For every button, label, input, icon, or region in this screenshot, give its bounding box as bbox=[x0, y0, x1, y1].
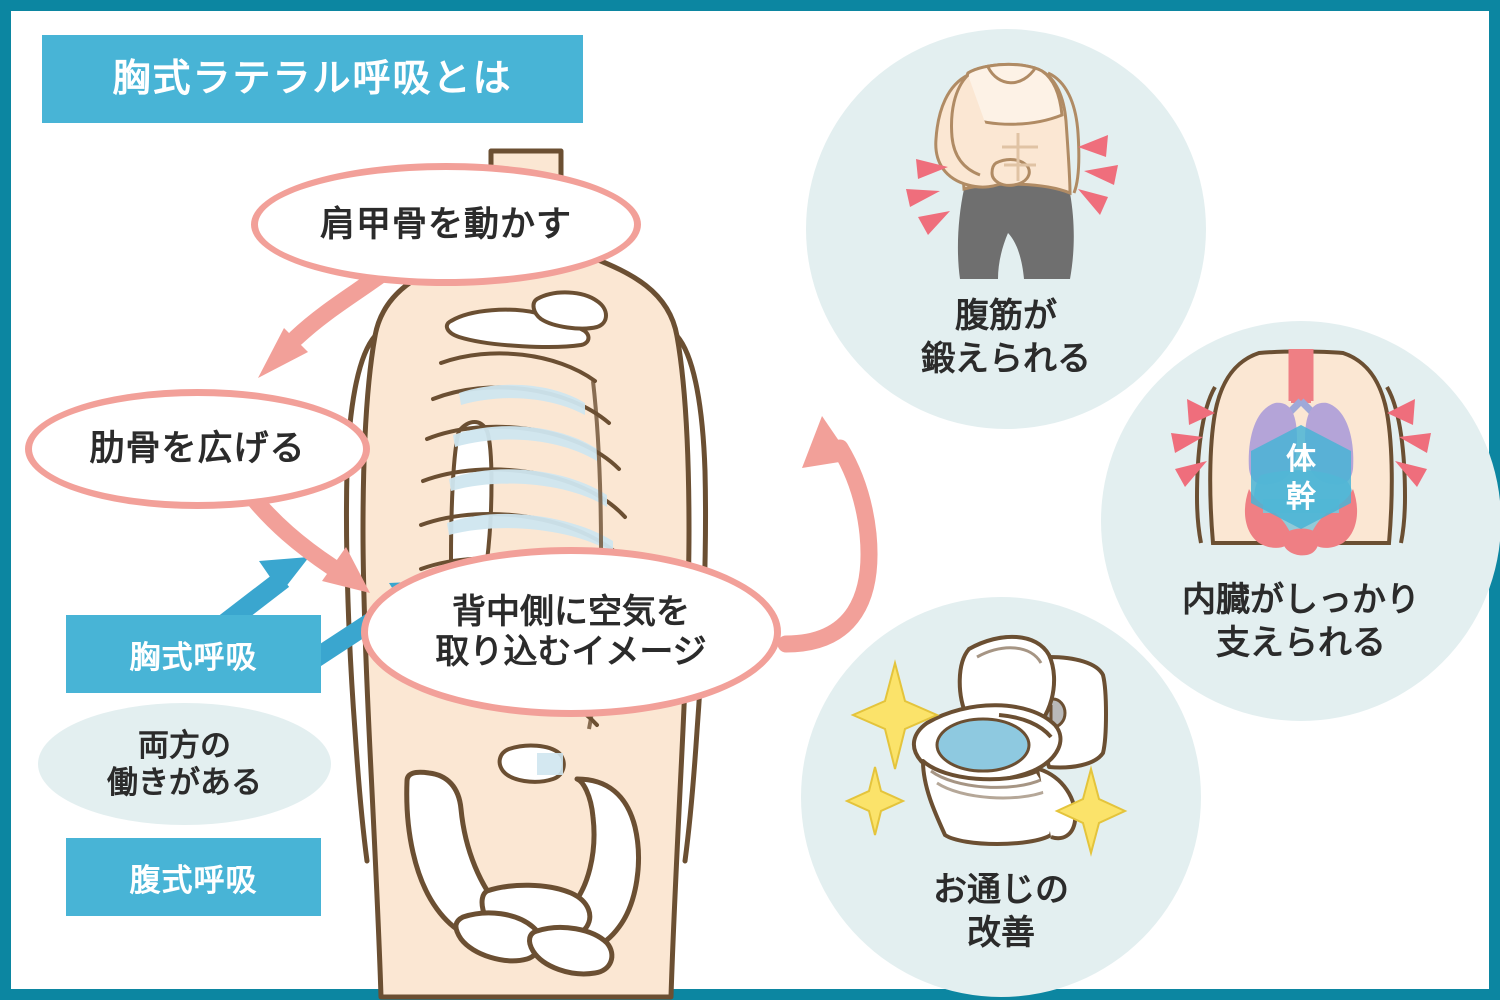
callout-scapula-text: 肩甲骨を動かす bbox=[319, 204, 572, 244]
torso-organs-icon: 体 幹 bbox=[1151, 347, 1451, 577]
label-chest-breathing-text: 胸式呼吸 bbox=[129, 639, 258, 675]
page-title: 胸式ラテラル呼吸とは bbox=[42, 35, 583, 123]
core-badge-line2: 幹 bbox=[1286, 480, 1317, 514]
page-title-text: 胸式ラテラル呼吸とは bbox=[112, 58, 513, 100]
callout-ribs: 肋骨を広げる bbox=[25, 389, 370, 509]
callout-back-air: 背中側に空気を 取り込むイメージ bbox=[361, 547, 781, 717]
callout-ribs-text: 肋骨を広げる bbox=[89, 429, 306, 469]
benefit-caption-abs: 腹筋が 鍛えられる bbox=[921, 297, 1091, 378]
benefit-card-bowel: お通じの 改善 bbox=[801, 597, 1201, 997]
benefit-card-organs: 体 幹 内臓がしっかり 支えられる bbox=[1101, 321, 1500, 721]
label-belly-breathing: 腹式呼吸 bbox=[66, 838, 321, 916]
benefit-caption-bowel: お通じの 改善 bbox=[933, 871, 1069, 952]
woman-torso-icon bbox=[856, 51, 1156, 291]
core-badge-line1: 体 bbox=[1286, 443, 1317, 476]
callout-back-air-text: 背中側に空気を 取り込むイメージ bbox=[435, 592, 707, 671]
label-both-functions: 両方の 働きがある bbox=[38, 703, 331, 825]
label-chest-breathing: 胸式呼吸 bbox=[66, 615, 321, 693]
benefit-card-abs: 腹筋が 鍛えられる bbox=[806, 29, 1206, 429]
label-both-functions-text: 両方の 働きがある bbox=[107, 727, 262, 800]
benefit-caption-organs: 内臓がしっかり 支えられる bbox=[1182, 581, 1420, 662]
toilet-icon bbox=[844, 619, 1151, 869]
label-belly-breathing-text: 腹式呼吸 bbox=[129, 862, 258, 898]
callout-scapula: 肩甲骨を動かす bbox=[251, 163, 641, 286]
back-side-air-arrow bbox=[756, 406, 906, 666]
